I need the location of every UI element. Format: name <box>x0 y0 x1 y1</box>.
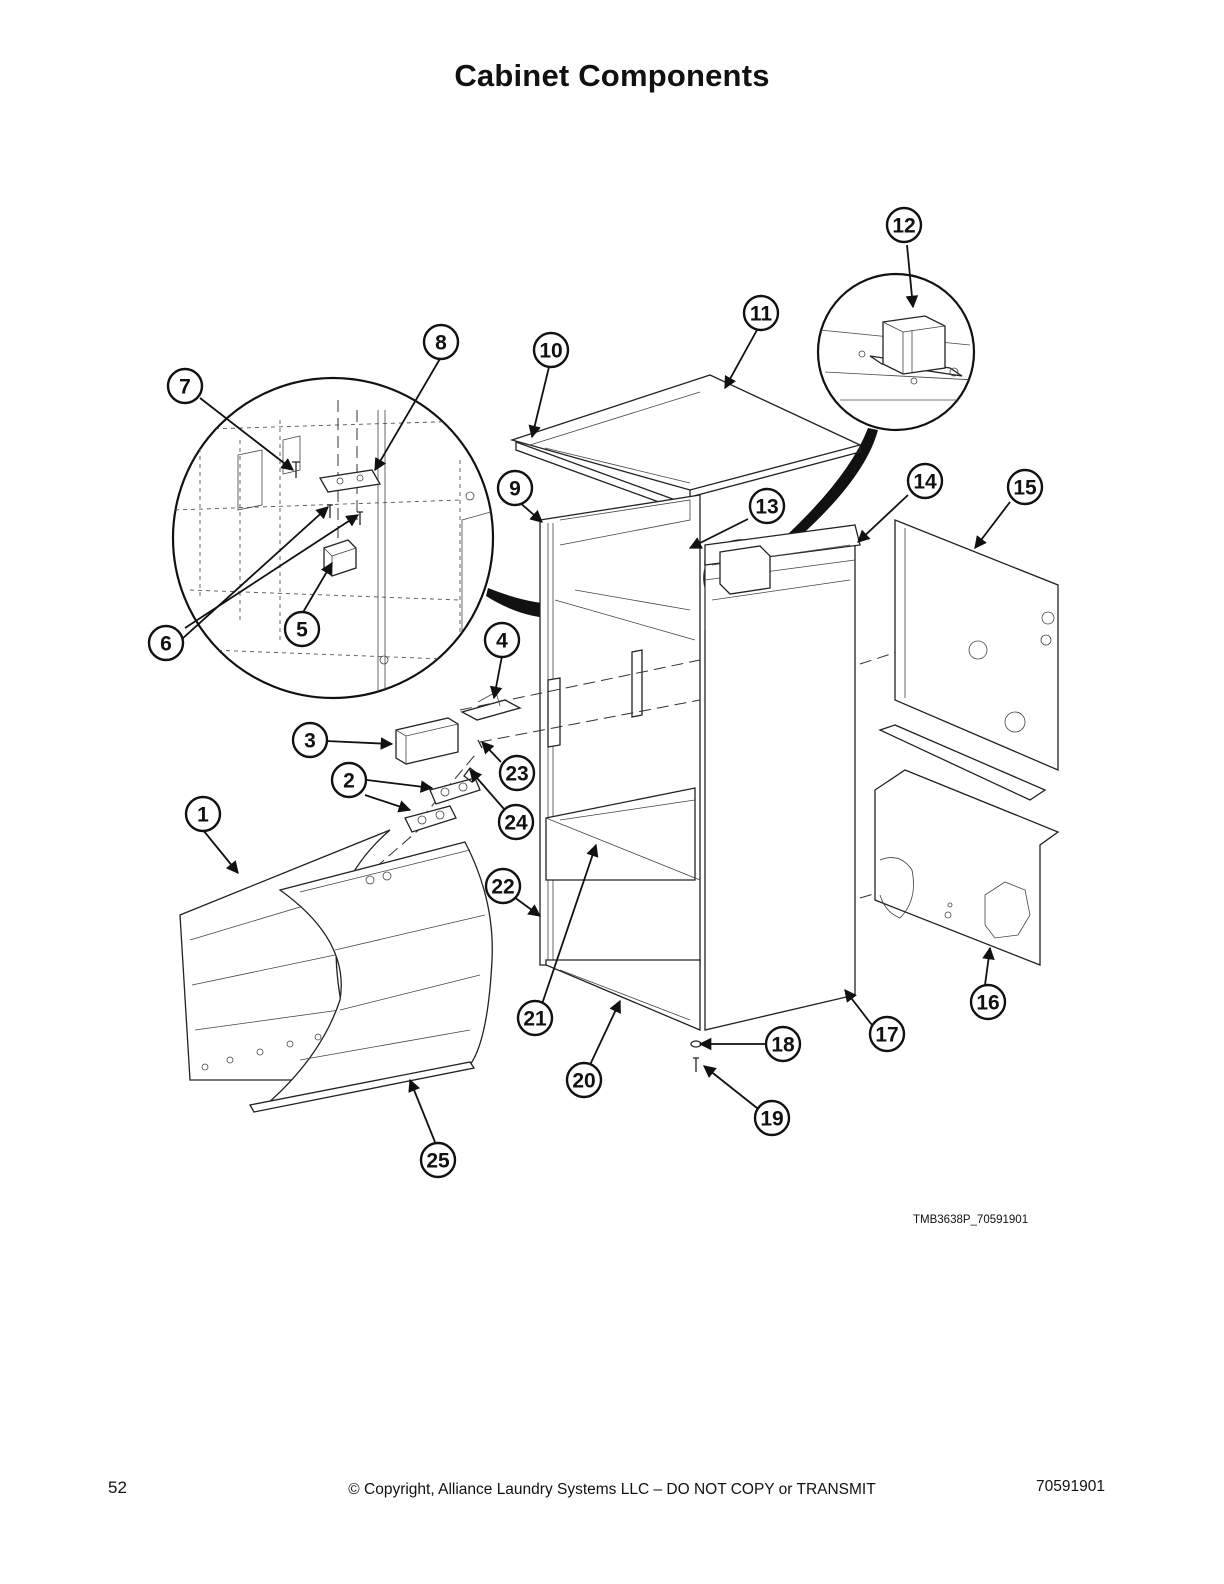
svg-text:6: 6 <box>160 633 172 656</box>
svg-text:21: 21 <box>523 1008 547 1031</box>
blower-wrap <box>179 829 493 1113</box>
callout-9: 9 <box>496 469 534 507</box>
svg-text:14: 14 <box>913 471 937 494</box>
detail-view-right <box>816 272 976 432</box>
svg-text:23: 23 <box>505 763 528 786</box>
callout-5: 5 <box>283 610 321 648</box>
callout-3: 3 <box>291 721 329 759</box>
svg-text:20: 20 <box>572 1070 595 1093</box>
callout-22: 22 <box>484 867 522 905</box>
callout-16: 16 <box>969 983 1007 1021</box>
callout-13: 13 <box>748 487 786 525</box>
svg-text:11: 11 <box>750 303 773 326</box>
callout-12: 12 <box>885 206 923 244</box>
callout-11: 11 <box>742 294 780 332</box>
svg-text:22: 22 <box>491 876 514 899</box>
hardware <box>690 1040 702 1072</box>
callout-2: 2 <box>330 761 368 799</box>
svg-text:15: 15 <box>1013 477 1037 500</box>
callout-15: 15 <box>1006 468 1044 506</box>
svg-text:10: 10 <box>539 340 562 363</box>
svg-text:7: 7 <box>179 376 191 399</box>
svg-text:3: 3 <box>304 730 316 753</box>
top-panel <box>509 374 862 515</box>
callout-10: 10 <box>532 331 570 369</box>
copyright-notice: © Copyright, Alliance Laundry Systems LL… <box>348 1481 876 1498</box>
callout-25: 25 <box>419 1141 457 1179</box>
svg-text:9: 9 <box>509 478 521 501</box>
callout-7: 7 <box>166 367 204 405</box>
callout-14: 14 <box>906 462 944 500</box>
page-number: 52 <box>108 1478 127 1497</box>
callout-1: 1 <box>184 795 222 833</box>
svg-text:12: 12 <box>892 215 915 238</box>
svg-text:17: 17 <box>875 1024 898 1047</box>
detail-view-left <box>171 376 495 700</box>
callout-18: 18 <box>764 1025 802 1063</box>
svg-text:2: 2 <box>343 770 355 793</box>
svg-text:19: 19 <box>760 1108 783 1131</box>
callout-24: 24 <box>497 803 535 841</box>
svg-text:4: 4 <box>496 630 508 653</box>
lower-rear-panel <box>874 769 1060 966</box>
callout-17: 17 <box>868 1015 906 1053</box>
svg-text:25: 25 <box>426 1150 450 1173</box>
rear-panel <box>878 519 1059 801</box>
callout-20: 20 <box>565 1061 603 1099</box>
callout-23: 23 <box>498 754 536 792</box>
cabinet-frame <box>539 494 861 1031</box>
document-number: 70591901 <box>1036 1478 1105 1495</box>
svg-text:5: 5 <box>296 619 308 642</box>
page-title: Cabinet Components <box>454 58 770 93</box>
figure-id: TMB3638P_70591901 <box>913 1214 1029 1226</box>
svg-text:1: 1 <box>197 804 209 827</box>
callout-21: 21 <box>516 999 554 1037</box>
svg-text:18: 18 <box>771 1034 795 1057</box>
callout-4: 4 <box>483 621 521 659</box>
svg-text:24: 24 <box>504 812 528 835</box>
callout-8: 8 <box>422 323 460 361</box>
bracket-parts <box>395 691 522 833</box>
callout-19: 19 <box>753 1099 791 1137</box>
leader-lines <box>181 244 1011 1143</box>
svg-text:16: 16 <box>976 992 999 1015</box>
callout-6: 6 <box>147 624 185 662</box>
svg-text:13: 13 <box>755 496 778 519</box>
svg-text:8: 8 <box>435 332 447 355</box>
